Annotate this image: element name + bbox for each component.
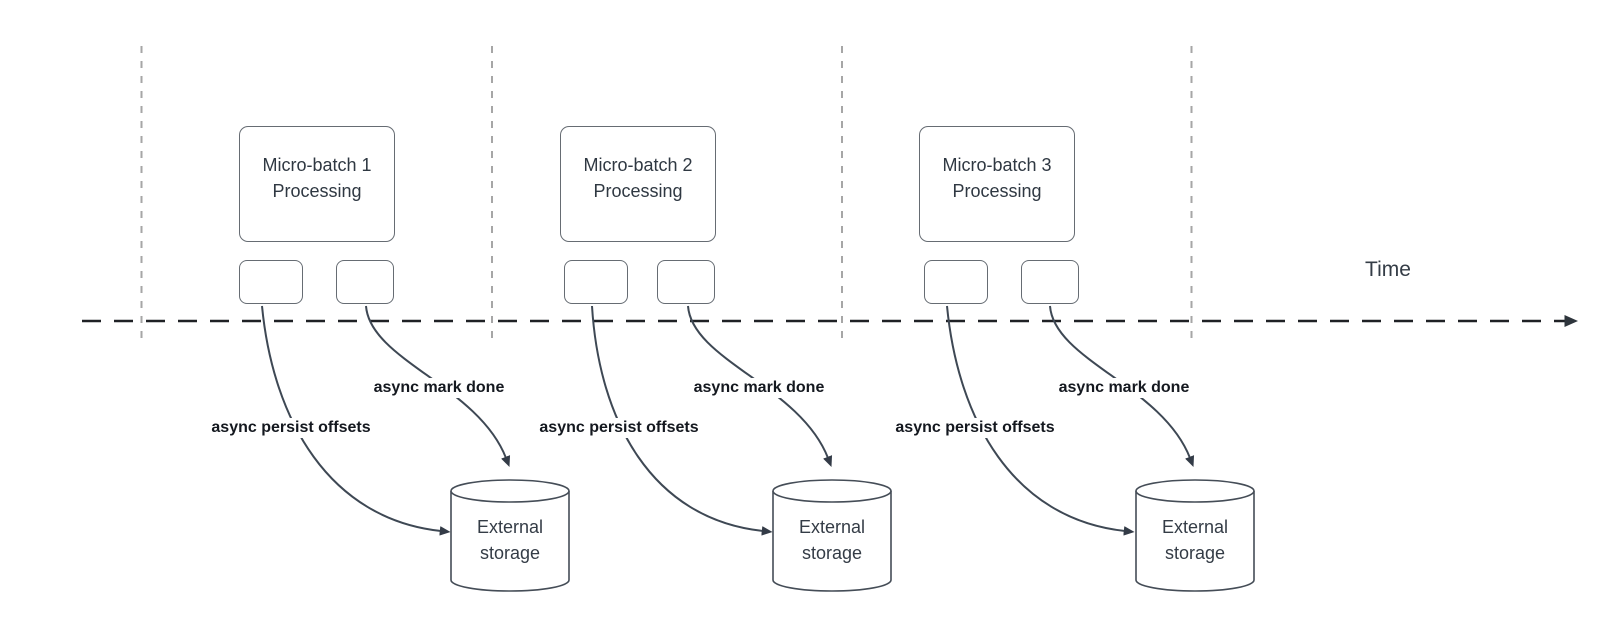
persist-offsets-curve-2 — [591, 305, 773, 536]
persist-offsets-curve-3 — [946, 305, 1135, 536]
mark-done-label-3: async mark done — [1049, 378, 1199, 398]
storage-cylinder-1 — [450, 479, 570, 592]
micro-batch-3-processing-box: Micro-batch 3 Processing — [919, 126, 1075, 242]
mark-done-label-1: async mark done — [364, 378, 514, 398]
persist-offsets-label-3: async persist offsets — [884, 418, 1066, 438]
mark-done-node-1 — [336, 260, 394, 304]
micro-batch-2-processing-box: Micro-batch 2 Processing — [560, 126, 716, 242]
persist-offsets-label-2: async persist offsets — [528, 418, 710, 438]
persist-offsets-node-1 — [239, 260, 303, 304]
mark-done-node-3 — [1021, 260, 1079, 304]
mark-done-curve-2 — [687, 305, 833, 467]
mark-done-curve-1 — [365, 305, 511, 467]
mark-done-curve-3 — [1049, 305, 1195, 467]
external-storage-label-2: External storage — [798, 517, 866, 563]
persist-offsets-node-3 — [924, 260, 988, 304]
persist-offsets-curve-1 — [261, 305, 451, 536]
storage-cylinder-2 — [772, 479, 892, 592]
time-axis-label: Time — [1365, 258, 1411, 281]
micro-batch-1-processing-box: Micro-batch 1 Processing — [239, 126, 395, 242]
persist-offsets-label-1: async persist offsets — [200, 418, 382, 438]
external-storage-label-3: External storage — [1161, 517, 1229, 563]
persist-offsets-node-2 — [564, 260, 628, 304]
mark-done-node-2 — [657, 260, 715, 304]
mark-done-label-2: async mark done — [684, 378, 834, 398]
storage-cylinder-3 — [1135, 479, 1255, 592]
external-storage-label-1: External storage — [476, 517, 544, 563]
